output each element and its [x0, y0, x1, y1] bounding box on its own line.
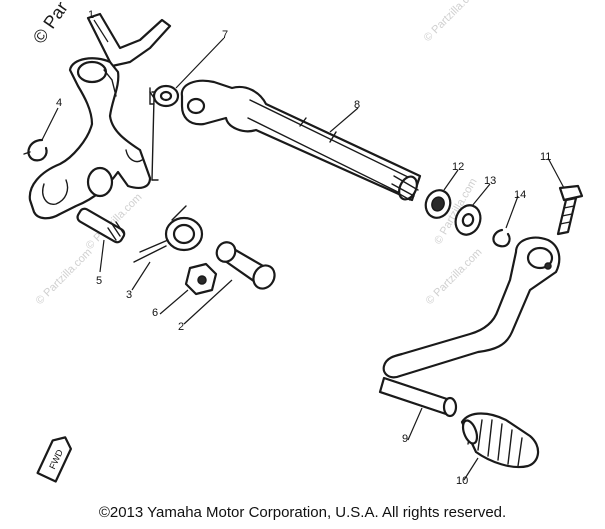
circlip: [23, 138, 48, 162]
pin: [76, 207, 126, 244]
washer-mid: [454, 204, 482, 236]
callout-5: 5: [96, 275, 102, 287]
callout-8: 8: [354, 99, 360, 111]
svg-text:© Partzilla.com: © Partzilla.com: [34, 246, 95, 307]
bolt: [556, 184, 584, 236]
svg-text:© Partzilla.com: © Partzilla.com: [424, 246, 485, 307]
watermark-top-right: © Partzilla.com: [422, 0, 483, 44]
shift-shaft: [180, 79, 422, 202]
collar: [215, 241, 276, 290]
torsion-spring: [133, 205, 204, 263]
shift-pedal: [382, 236, 561, 379]
washer-top: [149, 84, 180, 108]
callout-6: 6: [152, 307, 158, 319]
callout-10: 10: [456, 475, 468, 487]
leader-lines: [41, 19, 565, 481]
callout-12: 12: [452, 161, 464, 173]
callout-11: 11: [540, 151, 551, 163]
watermark-mid-right: © Partzilla.com: [424, 246, 485, 307]
callout-4: 4: [56, 97, 62, 109]
callout-7: 7: [222, 29, 228, 41]
pedal-rubber: [460, 412, 540, 469]
callout-numbers: 1 2 3 4 5 6 7 8 9 10 11 12 13 14: [56, 9, 551, 487]
nut: [184, 262, 218, 296]
callout-13: 13: [484, 175, 496, 187]
circlip-right: [492, 228, 511, 248]
pedal-shaft: [378, 376, 458, 418]
callout-2: 2: [178, 321, 184, 333]
oil-seal: [424, 189, 452, 219]
svg-text:© Par: © Par: [29, 0, 72, 47]
shift-lever-assembly: [28, 12, 172, 220]
copyright-footer: ©2013 Yamaha Motor Corporation, U.S.A. A…: [98, 504, 507, 521]
svg-text:© Partzilla.com: © Partzilla.com: [422, 0, 483, 44]
watermark-corner: © Par: [29, 0, 72, 47]
callout-14: 14: [514, 189, 526, 201]
callout-1: 1: [88, 9, 94, 21]
callout-9: 9: [402, 433, 408, 445]
watermark-mid-left: © Partzilla.com: [34, 246, 95, 307]
fwd-arrow: FWD: [36, 436, 72, 483]
callout-3: 3: [126, 289, 132, 301]
